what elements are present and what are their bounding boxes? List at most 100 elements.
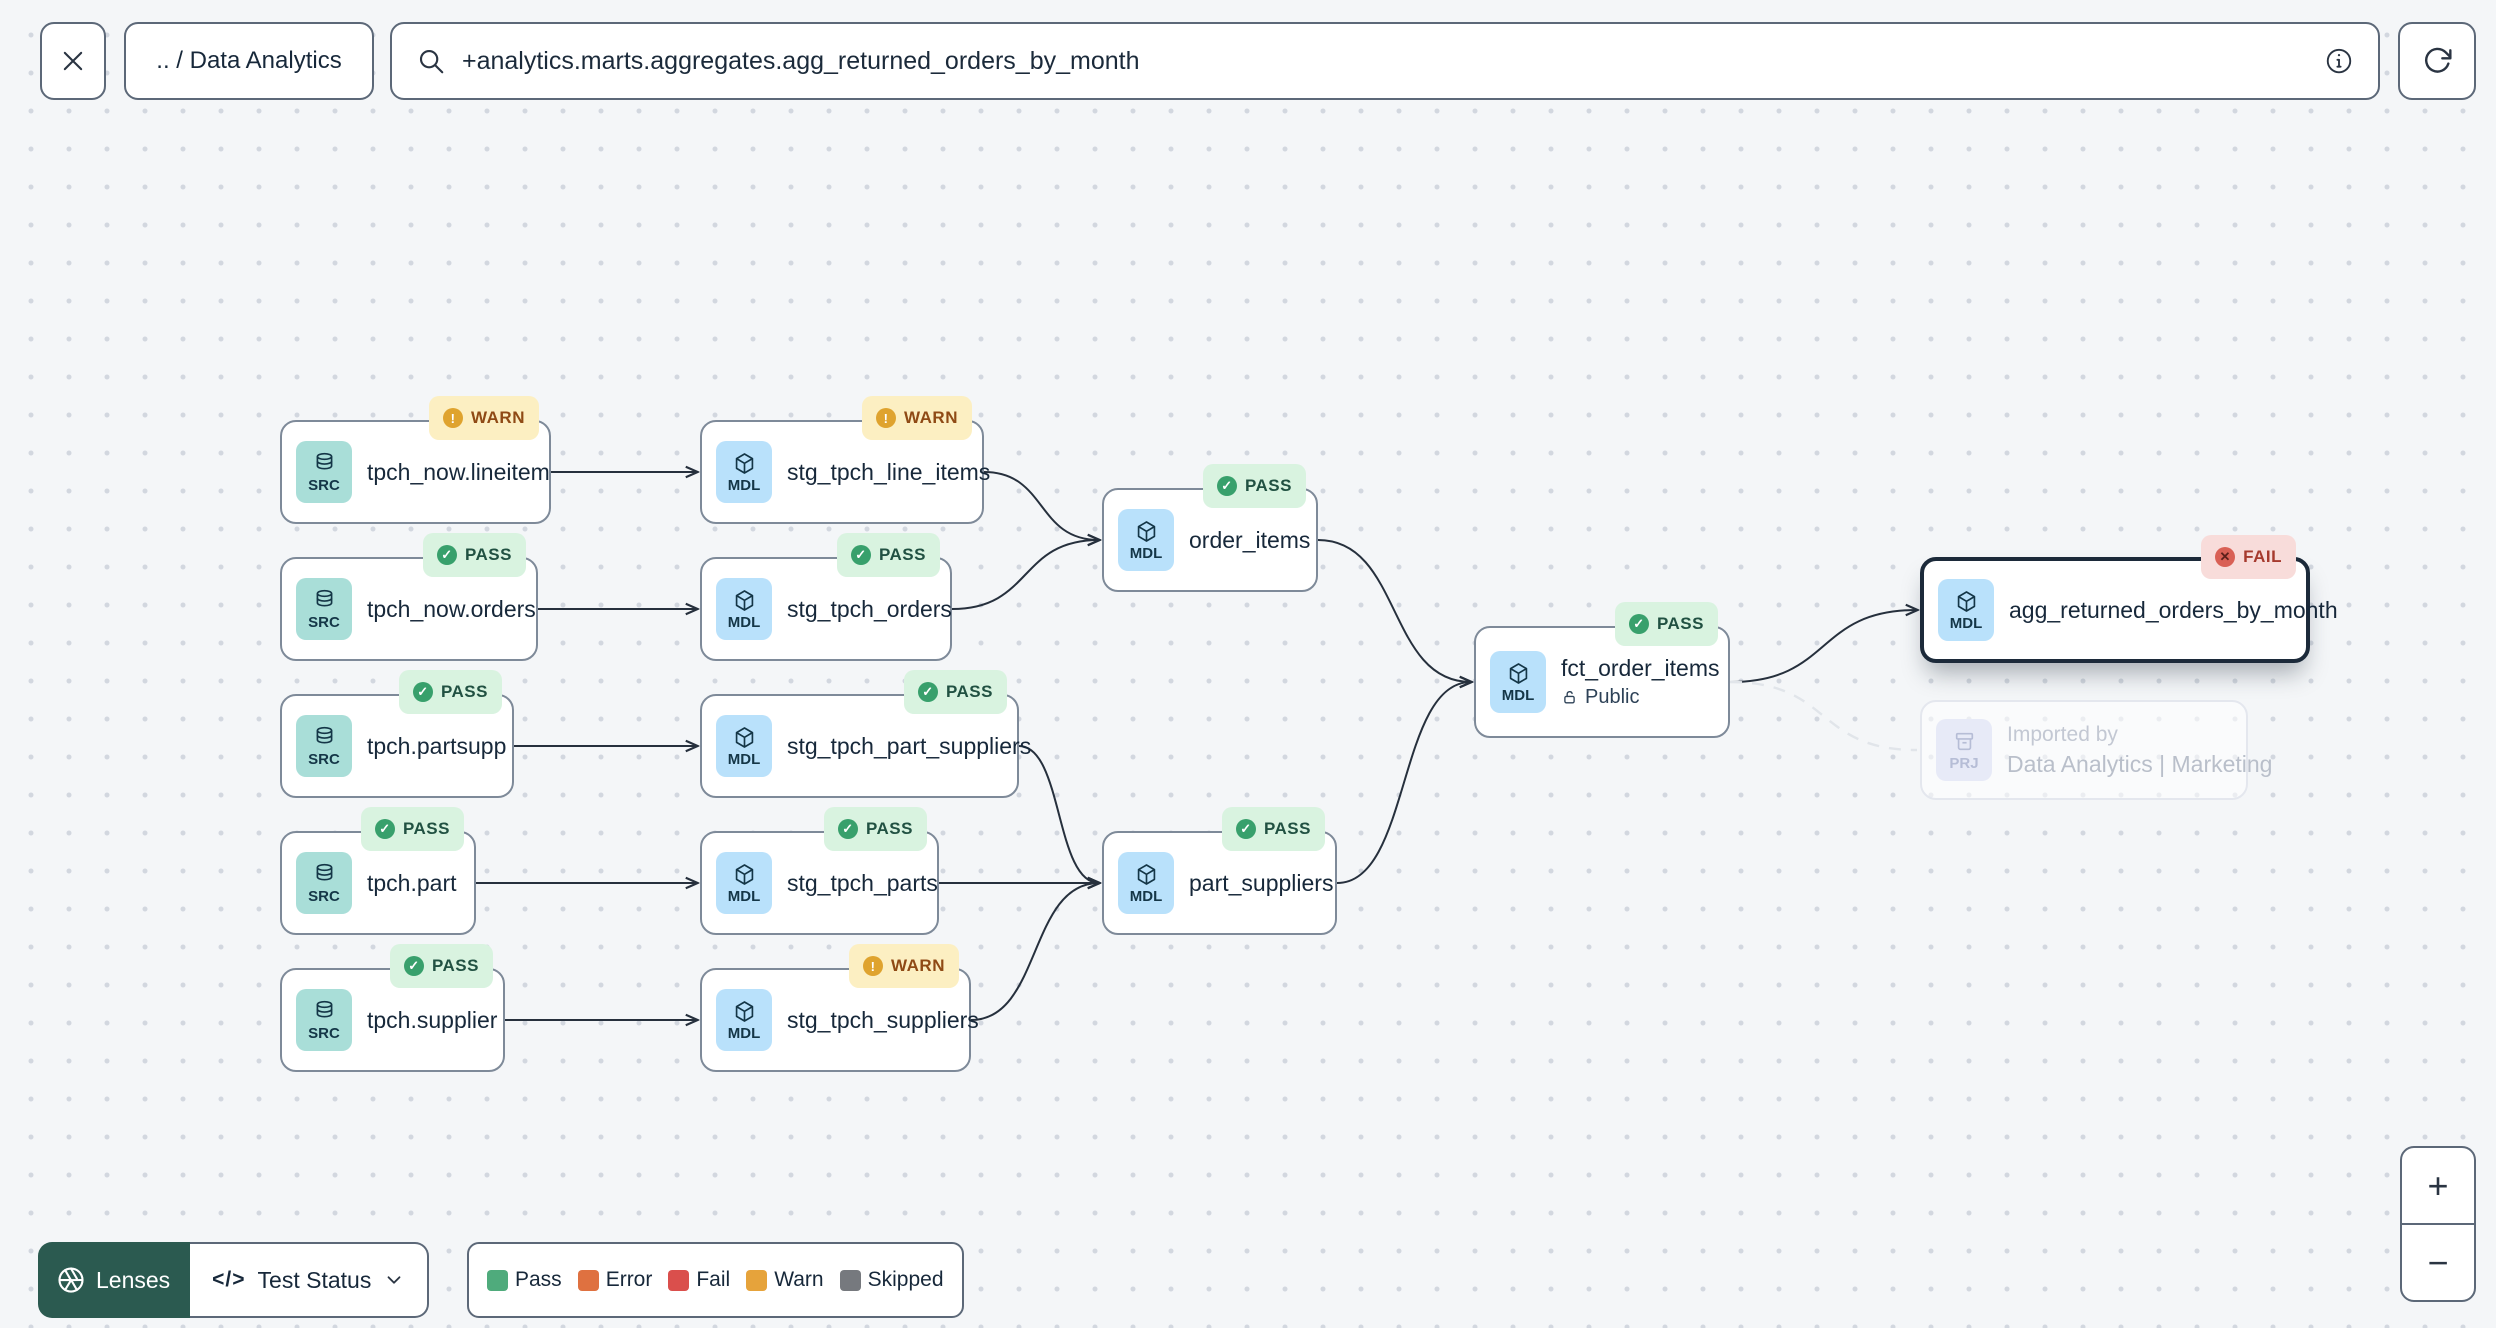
refresh-icon bbox=[2421, 45, 2453, 77]
status-badge-pass: ✓PASS bbox=[422, 533, 526, 577]
cube-icon bbox=[1954, 589, 1979, 614]
refresh-button[interactable] bbox=[2398, 22, 2476, 100]
node-name-label: part_suppliers bbox=[1189, 869, 1334, 896]
cube-icon bbox=[732, 451, 757, 476]
node-text: tpch_now.lineitem bbox=[367, 459, 550, 486]
code-icon: </> bbox=[212, 1268, 246, 1291]
node-name-label: stg_tpch_line_items bbox=[787, 458, 991, 485]
node-text: order_items bbox=[1189, 527, 1310, 554]
node-name-label: tpch_now.orders bbox=[367, 595, 536, 622]
status-badge-warn: !WARN bbox=[862, 396, 972, 440]
info-icon[interactable] bbox=[2324, 46, 2354, 76]
close-button[interactable] bbox=[40, 22, 106, 100]
node-text: tpch.supplier bbox=[367, 1007, 497, 1034]
lens-selected-label: Test Status bbox=[257, 1266, 372, 1293]
node-text: tpch_now.orders bbox=[367, 596, 536, 623]
node-type-label: MDL bbox=[1501, 686, 1535, 704]
pass-status-icon: ✓ bbox=[1235, 819, 1256, 839]
access-label: Public bbox=[1561, 686, 1720, 709]
legend-swatch-fail bbox=[668, 1269, 690, 1291]
pass-status-icon: ✓ bbox=[403, 956, 424, 976]
legend-item-skipped: Skipped bbox=[839, 1268, 944, 1292]
node-name-label: tpch.part bbox=[367, 869, 457, 896]
graph-node-tpch_now_lineitem[interactable]: !WARN SRC tpch_now.lineitem bbox=[280, 396, 551, 524]
close-icon bbox=[59, 47, 87, 75]
imported-by-project-name: Data Analytics | Marketing bbox=[2007, 750, 2273, 777]
aperture-icon bbox=[56, 1265, 86, 1295]
lenses-control: Lenses </> Test Status bbox=[38, 1242, 430, 1318]
status-badge-warn: !WARN bbox=[849, 944, 959, 988]
node-text: stg_tpch_suppliers bbox=[787, 1007, 979, 1034]
cube-icon bbox=[732, 862, 757, 887]
node-type-label: SRC bbox=[308, 613, 340, 631]
graph-node-stg_tpch_suppliers[interactable]: !WARN MDL stg_tpch_suppliers bbox=[700, 944, 979, 1072]
node-name-label: stg_tpch_suppliers bbox=[787, 1006, 979, 1033]
database-icon bbox=[312, 999, 337, 1024]
archive-icon bbox=[1952, 729, 1977, 754]
lens-dropdown[interactable]: </> Test Status bbox=[190, 1242, 430, 1318]
breadcrumb[interactable]: .. / Data Analytics bbox=[124, 22, 374, 100]
warn-status-icon: ! bbox=[443, 408, 464, 428]
node-type-chip: MDL bbox=[1118, 852, 1174, 914]
node-type-chip: MDL bbox=[716, 852, 772, 914]
pass-status-icon: ✓ bbox=[374, 819, 395, 839]
pass-status-icon: ✓ bbox=[837, 819, 858, 839]
node-text: tpch.partsupp bbox=[367, 733, 506, 760]
status-badge-warn: !WARN bbox=[429, 396, 539, 440]
status-badge-pass: ✓PASS bbox=[398, 670, 502, 714]
node-type-label: PRJ bbox=[1949, 754, 1979, 772]
database-icon bbox=[312, 862, 337, 887]
legend-label: Warn bbox=[774, 1268, 824, 1291]
node-type-chip: SRC bbox=[296, 441, 352, 503]
database-icon bbox=[312, 588, 337, 613]
node-name-label: stg_tpch_part_suppliers bbox=[787, 732, 1032, 759]
search-box[interactable] bbox=[390, 22, 2380, 100]
cube-icon bbox=[1134, 519, 1159, 544]
zoom-in-button[interactable]: + bbox=[2427, 1164, 2449, 1206]
zoom-out-button[interactable]: − bbox=[2402, 1223, 2474, 1300]
legend-swatch-pass bbox=[487, 1269, 508, 1291]
pass-status-icon: ✓ bbox=[436, 545, 457, 565]
node-text: part_suppliers bbox=[1189, 870, 1333, 897]
node-type-chip: MDL bbox=[716, 989, 772, 1051]
cube-icon bbox=[732, 725, 757, 750]
node-type-label: SRC bbox=[308, 887, 340, 905]
node-name-label: tpch.partsupp bbox=[367, 732, 507, 759]
cube-icon bbox=[732, 999, 757, 1024]
node-name-label: stg_tpch_orders bbox=[787, 595, 952, 622]
pass-status-icon: ✓ bbox=[1628, 614, 1649, 634]
chevron-down-icon bbox=[383, 1269, 405, 1291]
node-type-chip: MDL bbox=[1490, 651, 1546, 713]
legend-item-fail: Fail bbox=[668, 1268, 730, 1292]
node-type-label: SRC bbox=[308, 476, 340, 494]
node-name-label: tpch_now.lineitem bbox=[367, 458, 550, 485]
node-text: stg_tpch_parts bbox=[787, 870, 938, 897]
node-type-chip: SRC bbox=[296, 989, 352, 1051]
node-name-label: order_items bbox=[1189, 526, 1311, 553]
lenses-button[interactable]: Lenses bbox=[38, 1242, 191, 1318]
graph-node-tpch_now_orders[interactable]: ✓PASS SRC tpch_now.orders bbox=[280, 533, 538, 661]
node-text: stg_tpch_part_suppliers bbox=[787, 733, 1031, 760]
graph-node-tpch_partsupp[interactable]: ✓PASS SRC tpch.partsupp bbox=[280, 670, 514, 798]
legend-label: Pass bbox=[515, 1268, 562, 1291]
node-name-label: fct_order_items bbox=[1561, 655, 1720, 681]
node-text: stg_tpch_line_items bbox=[787, 459, 990, 486]
search-input[interactable] bbox=[462, 46, 2308, 76]
node-type-label: MDL bbox=[727, 887, 761, 905]
pass-status-icon: ✓ bbox=[1216, 476, 1237, 496]
node-type-chip: SRC bbox=[296, 715, 352, 777]
node-text: agg_returned_orders_by_month bbox=[2009, 597, 2338, 624]
cube-icon bbox=[732, 588, 757, 613]
